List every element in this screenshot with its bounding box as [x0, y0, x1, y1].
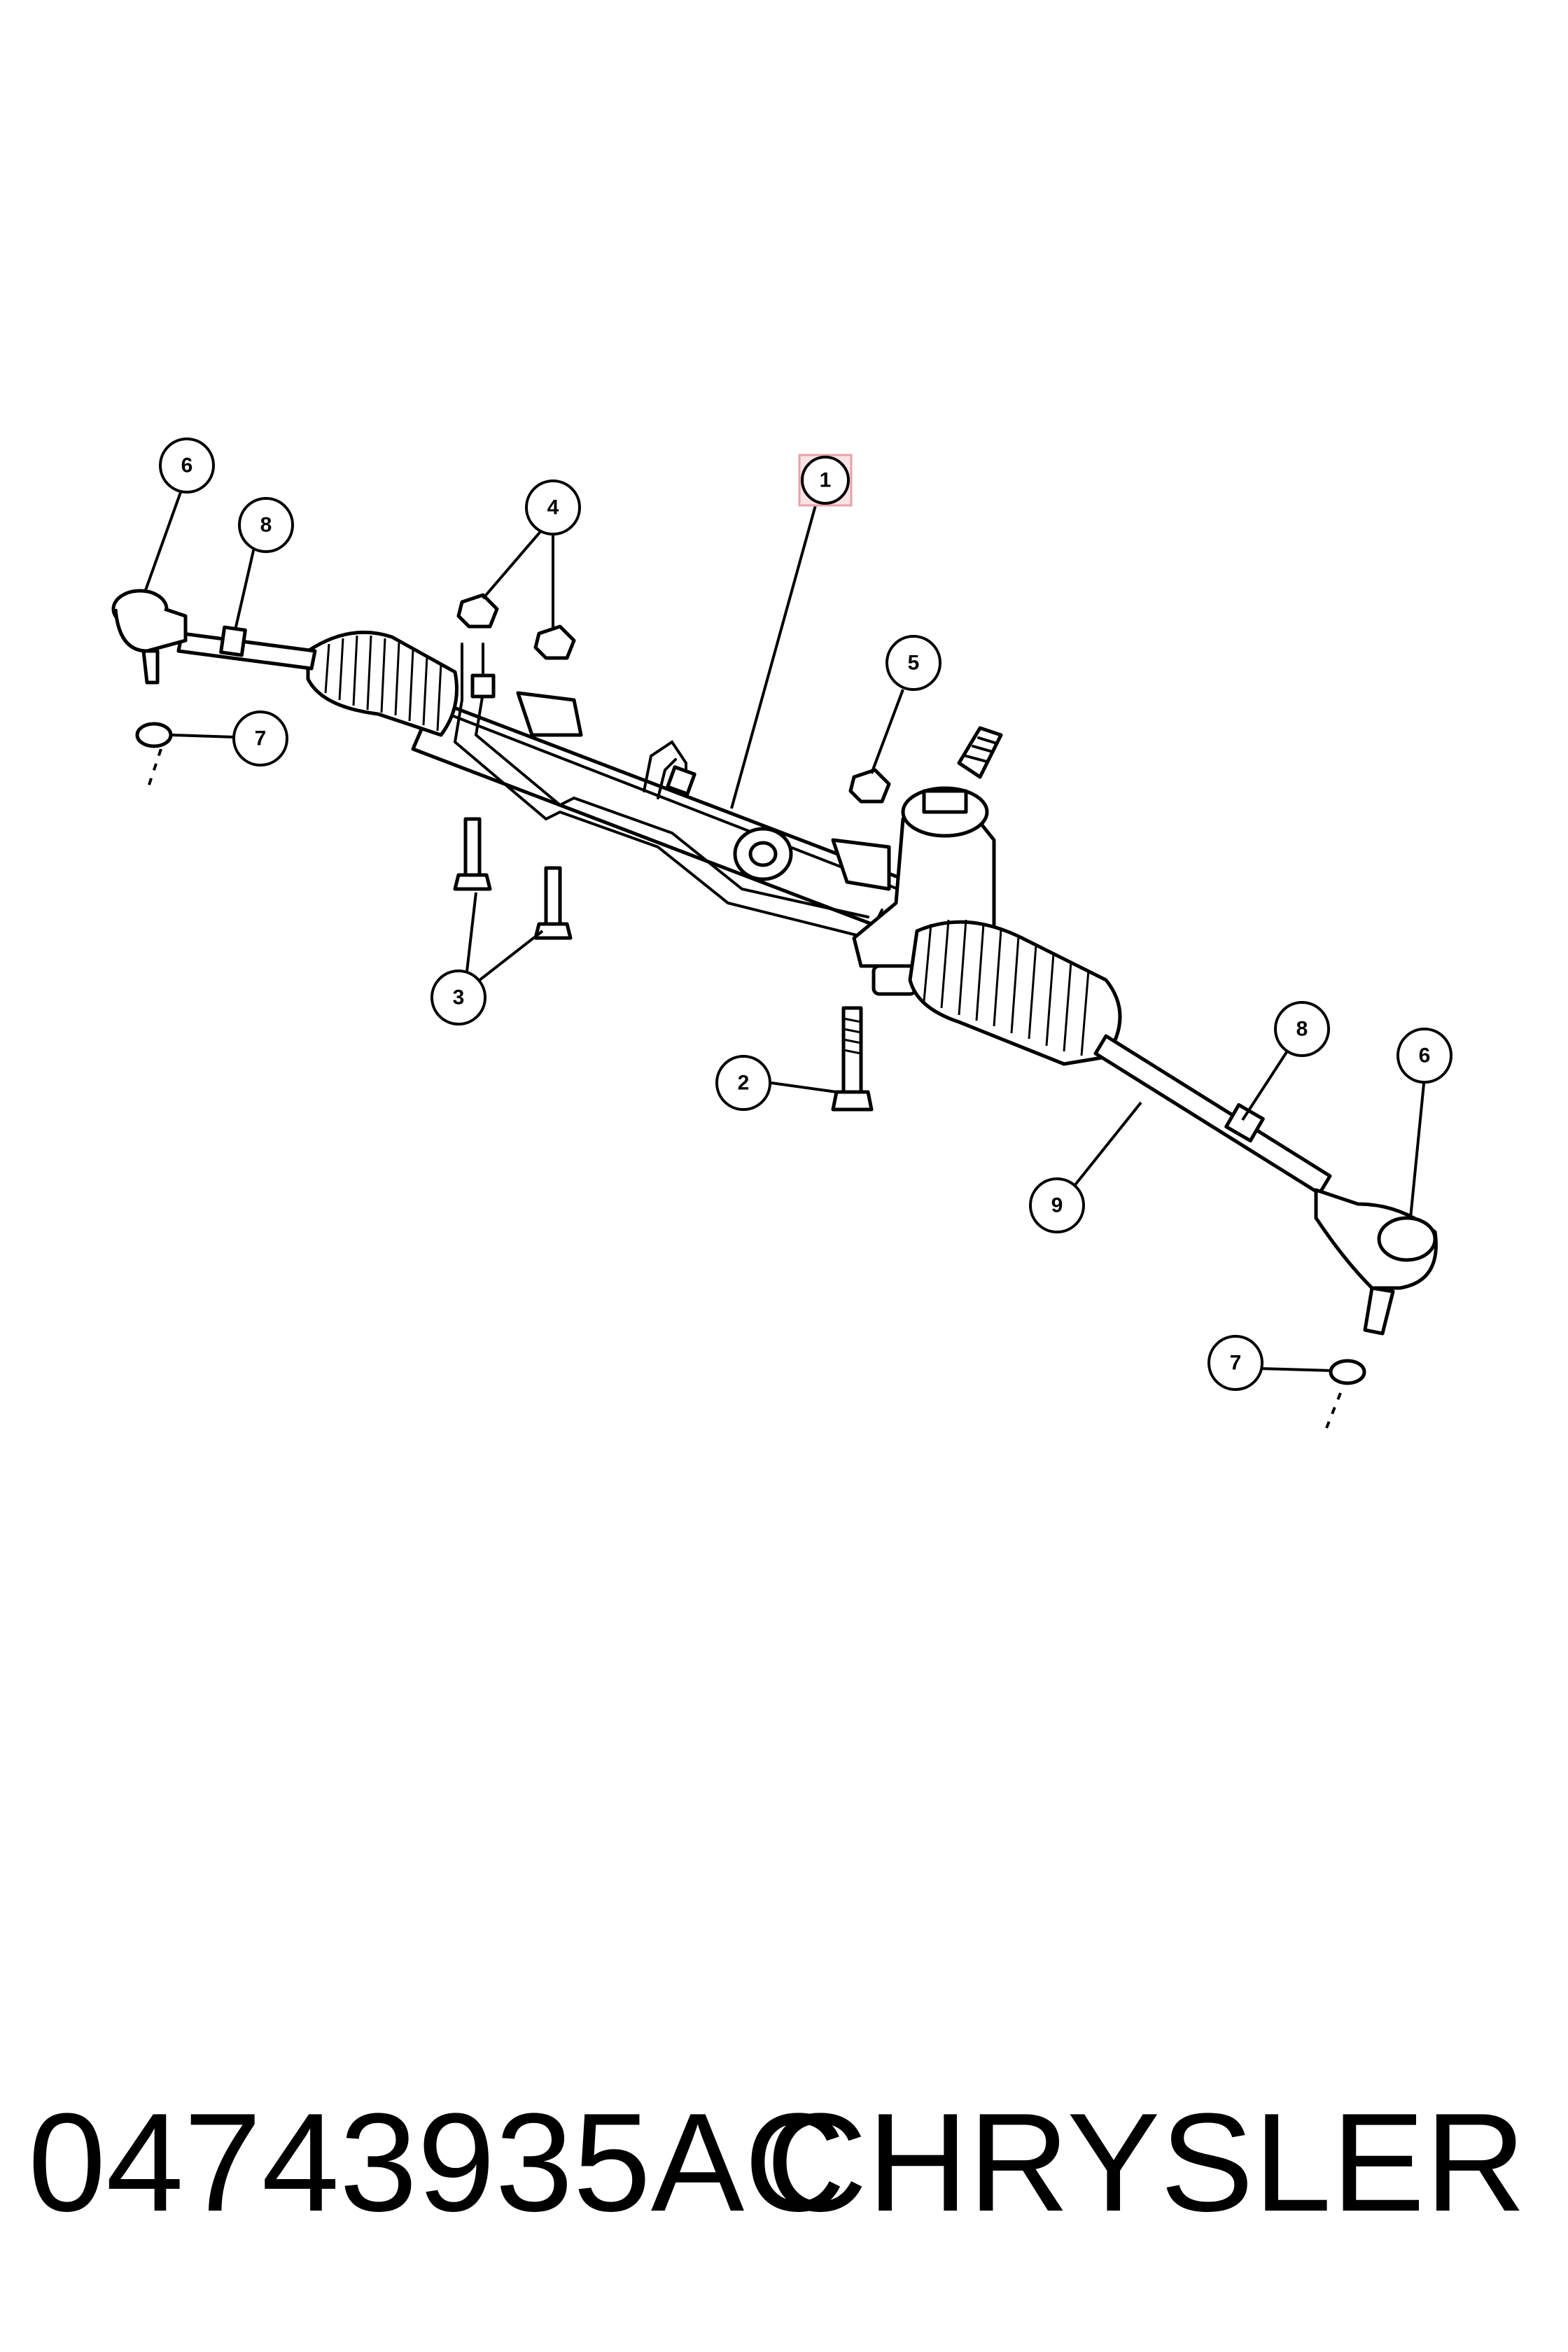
callout-8-left[interactable]: 8: [238, 497, 294, 553]
left-boot: [306, 630, 458, 737]
callout-2[interactable]: 2: [715, 1055, 771, 1111]
callout-4[interactable]: 4: [525, 479, 581, 536]
callout-6-left[interactable]: 6: [159, 438, 215, 493]
callout-5-label: 5: [908, 652, 920, 675]
callout-1[interactable]: 1: [801, 456, 850, 505]
callout-7-right[interactable]: 7: [1208, 1335, 1264, 1391]
right-tie-rod: [1093, 1034, 1438, 1429]
part-number: 04743935AC: [28, 2085, 846, 2241]
rack-housing: [411, 691, 968, 954]
callout-8-right[interactable]: 8: [1274, 1001, 1330, 1057]
footer: 04743935AC CHRYSLER: [28, 2072, 1540, 2254]
callout-6-right-label: 6: [1419, 1044, 1431, 1068]
leader-lines: [144, 484, 1426, 1372]
callout-8-left-label: 8: [260, 514, 272, 537]
fasteners: [453, 593, 891, 1112]
callout-9-label: 9: [1051, 1194, 1063, 1217]
left-tie-rod: [111, 589, 317, 792]
brand-name: CHRYSLER: [766, 2085, 1526, 2241]
callout-9[interactable]: 9: [1029, 1177, 1085, 1233]
callout-6-left-label: 6: [181, 454, 193, 477]
callout-7-left[interactable]: 7: [232, 710, 288, 766]
callout-4-label: 4: [547, 496, 559, 519]
callout-7-right-label: 7: [1230, 1352, 1242, 1375]
callout-8-right-label: 8: [1296, 1018, 1308, 1041]
callout-1-label: 1: [820, 469, 832, 492]
callout-2-label: 2: [738, 1072, 750, 1095]
right-boot: [908, 919, 1122, 1066]
hydraulic-lines: [453, 643, 883, 940]
callout-3[interactable]: 3: [430, 969, 486, 1026]
callout-5[interactable]: 5: [886, 635, 941, 691]
callout-6-right[interactable]: 6: [1396, 1028, 1452, 1084]
callout-3-label: 3: [453, 986, 465, 1009]
callout-7-left-label: 7: [255, 727, 267, 750]
